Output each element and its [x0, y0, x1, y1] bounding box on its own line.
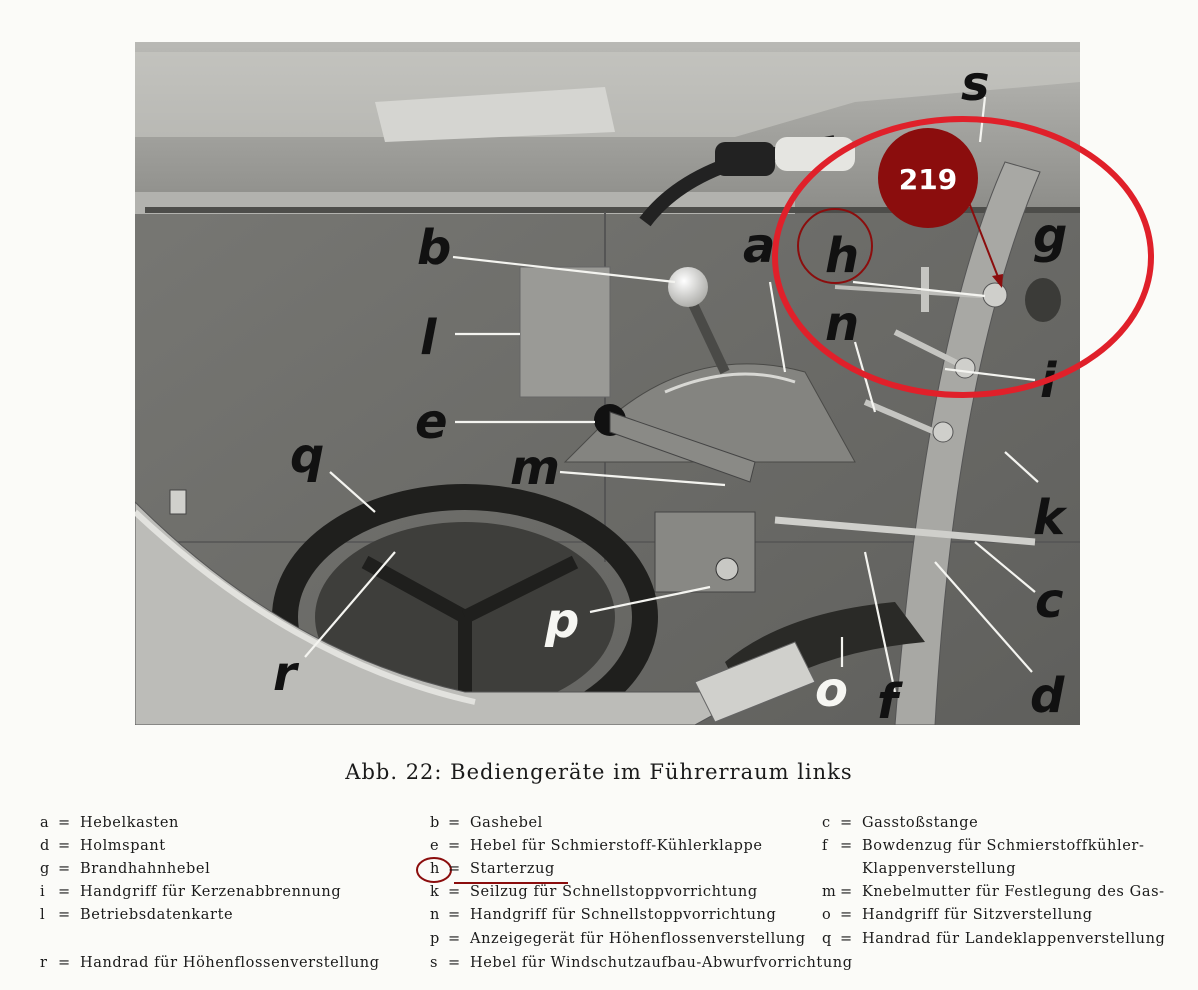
legend-item-q: q=Handrad für Landeklappenverstellung — [822, 931, 1166, 947]
legend-item-e: e=Hebel für Schmierstoff-Kühlerklappe — [430, 838, 763, 854]
photo-label-e: e — [415, 394, 448, 450]
photo-label-a: a — [743, 218, 775, 274]
photo-label-m: m — [510, 440, 560, 496]
photo-label-c: c — [1035, 573, 1063, 629]
legend-item-f-cont: Klappenverstellung — [862, 861, 1017, 877]
cockpit-photo: b l a e q m r h n g i k c d f s p o — [135, 42, 1080, 725]
legend-item-p: p=Anzeigegerät für Höhenflossenverstellu… — [430, 931, 806, 947]
legend-item-i: i=Handgriff für Kerzenabbrennung — [40, 884, 342, 900]
photo-label-g: g — [1033, 208, 1067, 264]
legend-item-b: b=Gashebel — [430, 815, 543, 831]
legend-item-l: m=Knebelmutter für Festlegung des Gas- — [822, 884, 1165, 900]
legend-item-r: r=Handrad für Höhenflossenverstellung — [40, 955, 380, 971]
photo-label-k: k — [1033, 490, 1068, 546]
photo-label-b: b — [417, 220, 451, 276]
photo-label-s: s — [961, 56, 990, 112]
legend-item-c: c=Gasstoßstange — [822, 815, 979, 831]
figure-caption: Abb. 22: Bediengeräte im Führerraum link… — [345, 760, 853, 784]
legend-item-n: n=Handgriff für Schnellstoppvorrichtung — [430, 907, 777, 923]
photo-label-q: q — [290, 428, 324, 484]
legend-item-k: k=Seilzug für Schnellstoppvorrichtung — [430, 884, 758, 900]
legend-item-h: h=Starterzug — [430, 861, 555, 877]
legend-item-f: f=Bowdenzug für Schmierstoffkühler- — [822, 838, 1145, 854]
photo-label-r: r — [273, 646, 300, 702]
photo-label-n: n — [825, 296, 859, 352]
legend-item-d: d=Holmspant — [40, 838, 166, 854]
photo-label-i: i — [1040, 353, 1057, 409]
photo-label-o: o — [815, 662, 848, 718]
legend-item-o: o=Handgriff für Sitzverstellung — [822, 907, 1093, 923]
legend-item-s: s=Hebel für Windschutzaufbau-Abwurfvorri… — [430, 955, 853, 971]
legend-item-g: g=Brandhahnhebel — [40, 861, 211, 877]
photo-label-h: h — [825, 228, 859, 284]
photo-label-l: l — [420, 310, 437, 366]
photo-label-d: d — [1030, 668, 1065, 724]
legend-item-a: a=Hebelkasten — [40, 815, 179, 831]
photo-label-p: p — [544, 593, 579, 649]
legend-item-m: l=Betriebsdatenkarte — [40, 907, 234, 923]
